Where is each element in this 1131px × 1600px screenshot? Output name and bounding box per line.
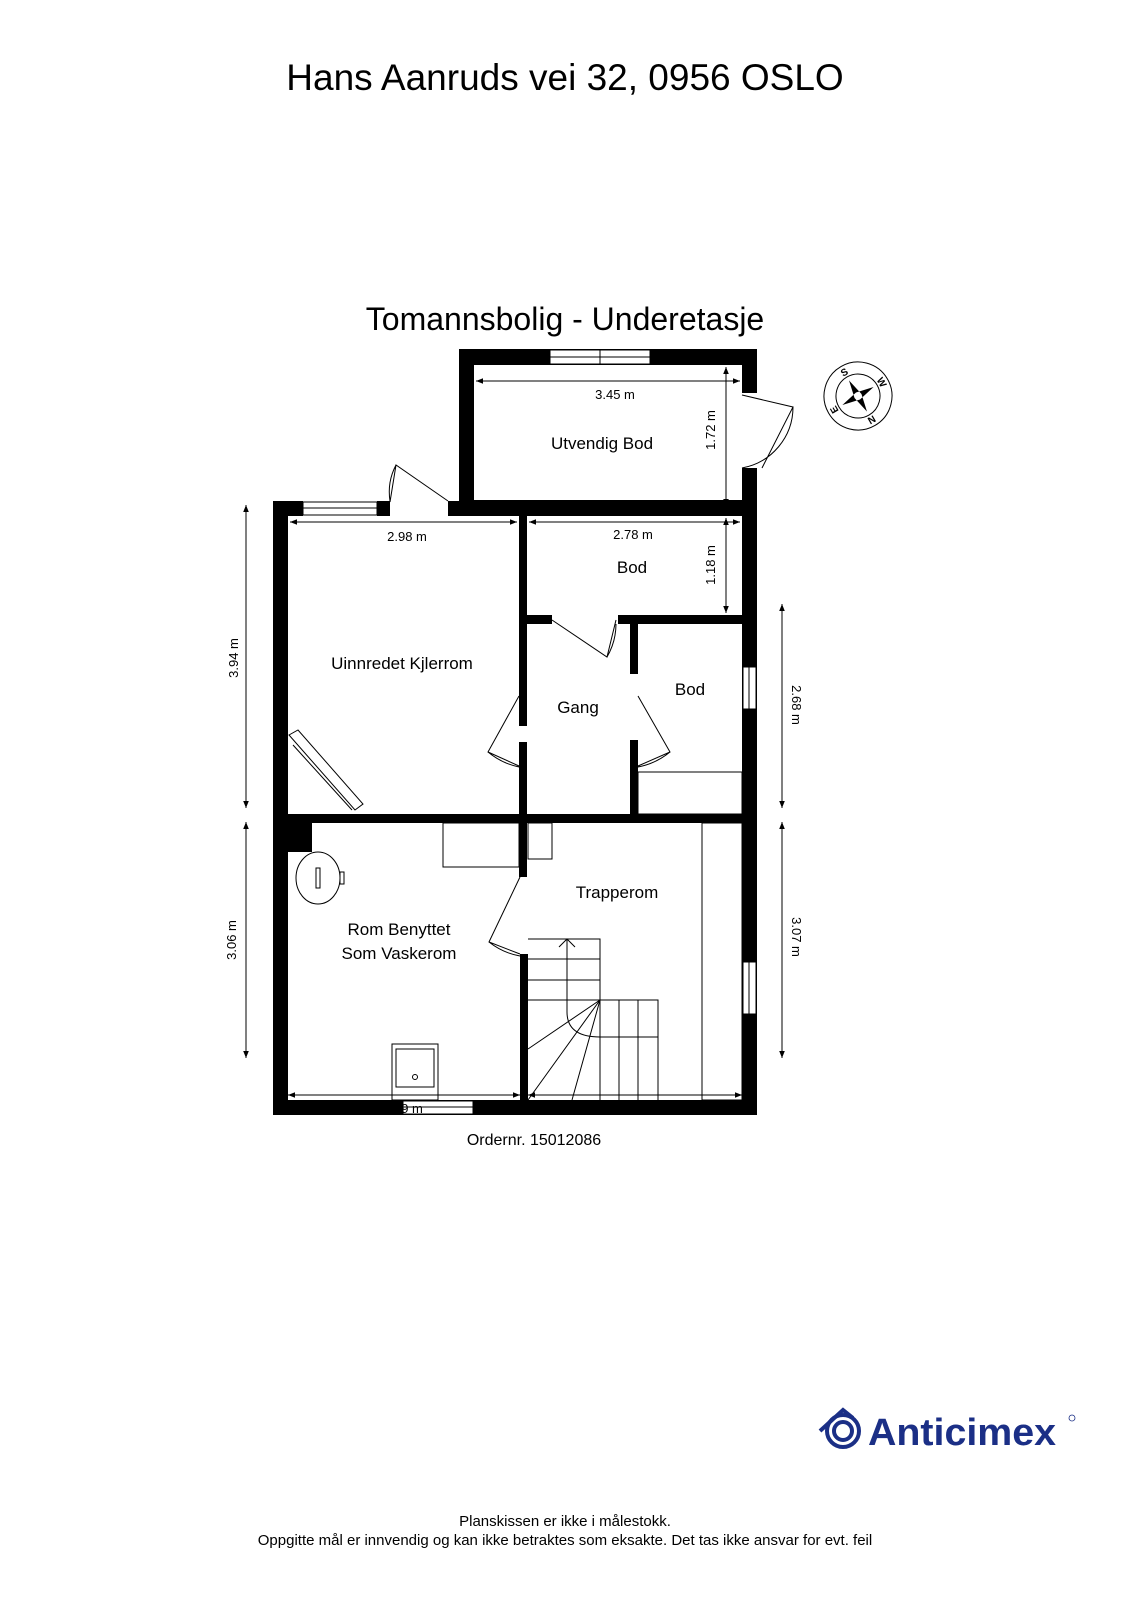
footer-line-2: Oppgitte mål er innvendig og kan ikke be… [258, 1532, 872, 1549]
footer-line-1: Planskissen er ikke i målestokk. [459, 1513, 671, 1530]
order-number: Ordernr. 15012086 [467, 1132, 601, 1149]
dim-kjeller-width: 2.98 m [387, 529, 427, 544]
dim-right-upper: 2.68 m [789, 685, 804, 725]
dim-bottom-left: 2.79 m [383, 1101, 423, 1116]
svg-text:S: S [839, 366, 851, 379]
room-gang: Gang [557, 698, 599, 717]
dim-right-lower: 3.07 m [789, 917, 804, 957]
windows [302, 349, 757, 1115]
walls [273, 349, 757, 1115]
dim-left-lower: 3.06 m [224, 920, 239, 960]
room-vaskerom-2: Som Vaskerom [342, 944, 457, 963]
anticimex-logo-text: Anticimex [868, 1412, 1056, 1454]
dim-left-upper: 3.94 m [226, 638, 241, 678]
compass-icon: N S W E [823, 361, 893, 431]
room-trapperom: Trapperom [576, 883, 659, 902]
fixtures [288, 729, 743, 1101]
dimension-labels: 3.45 m 1.72 m 2.98 m 2.78 m 1.18 m 3.94 … [224, 387, 804, 1116]
room-vaskerom-1: Rom Benyttet [348, 920, 451, 939]
address-title: Hans Aanruds vei 32, 0956 OSLO [286, 57, 843, 98]
room-bod-top: Bod [617, 558, 647, 577]
room-labels: Utvendig Bod Bod Uinnredet Kjlerrom Gang… [331, 434, 705, 963]
registered-mark-icon [1068, 1414, 1076, 1422]
anticimex-logo-icon [818, 1407, 861, 1449]
room-kjellerrom: Uinnredet Kjlerrom [331, 654, 473, 673]
svg-text:E: E [828, 403, 841, 415]
dimension-lines [243, 367, 785, 1098]
anticimex-logo: Anticimex [818, 1407, 1076, 1454]
doors [388, 394, 794, 957]
dim-bottom-right: 2.98 m [613, 1101, 653, 1116]
dim-bod-width: 2.78 m [613, 527, 653, 542]
dim-utvendig-depth: 1.72 m [703, 410, 718, 450]
dim-utvendig-width: 3.45 m [595, 387, 635, 402]
dim-bod-depth: 1.18 m [703, 545, 718, 585]
room-utvendig-bod: Utvendig Bod [551, 434, 653, 453]
room-bod-right: Bod [675, 680, 705, 699]
plan-title: Tomannsbolig - Underetasje [366, 301, 764, 337]
svg-text:N: N [865, 412, 877, 425]
